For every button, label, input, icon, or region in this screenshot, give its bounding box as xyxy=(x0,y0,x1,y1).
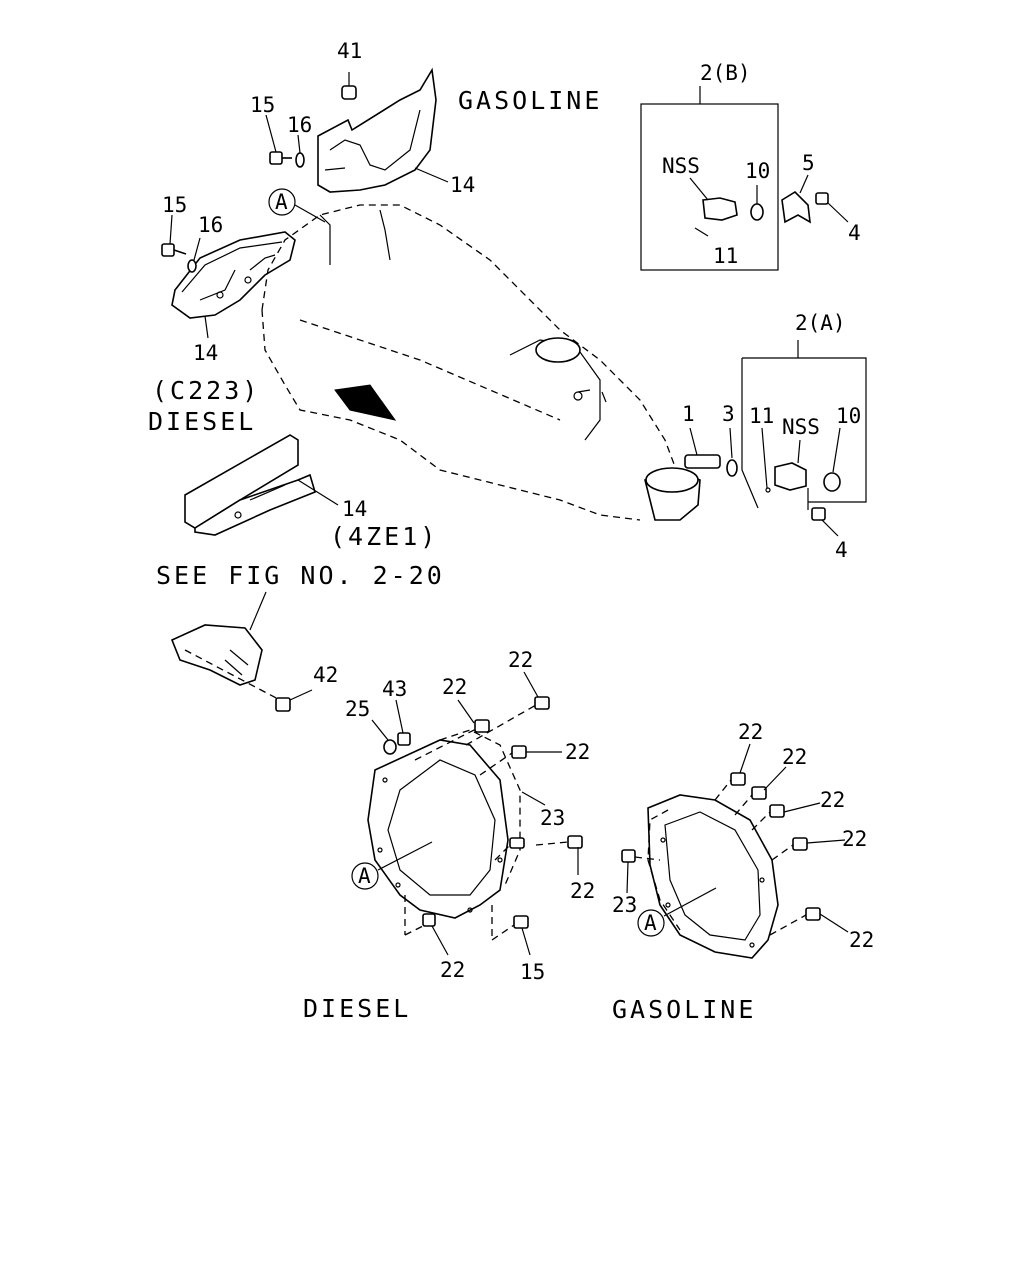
ref-circle-a-gasoline xyxy=(637,887,717,937)
ref-a-diesel-letter: A xyxy=(358,864,371,888)
callout-14-top: 14 xyxy=(450,173,475,197)
heading-c223: (C223) xyxy=(152,376,260,405)
ref-a-top-letter: A xyxy=(275,190,288,214)
bolt-15-left xyxy=(161,214,187,257)
callout-nss-b: NSS xyxy=(662,154,700,178)
callout-41: 41 xyxy=(337,39,362,63)
nut-41 xyxy=(341,72,357,100)
callout-4-a: 4 xyxy=(835,538,848,562)
callout-3: 3 xyxy=(722,402,735,426)
callout-22-g2: 22 xyxy=(782,745,807,769)
callout-nss-a: NSS xyxy=(782,415,820,439)
heading-4ze1: (4ZE1) xyxy=(330,522,438,551)
callout-5: 5 xyxy=(802,151,815,175)
clip-5 xyxy=(781,174,811,224)
callout-23-d: 23 xyxy=(540,806,565,830)
callout-10-b: 10 xyxy=(745,159,770,183)
callout-22-d5: 22 xyxy=(440,958,465,982)
ref-a-gasoline-letter: A xyxy=(644,911,657,935)
callout-22-g3: 22 xyxy=(820,788,845,812)
bracket-4ze1 xyxy=(184,434,339,536)
callout-42: 42 xyxy=(313,663,338,687)
gasoline-cover-plate xyxy=(317,67,437,193)
callout-16-top: 16 xyxy=(287,113,312,137)
transmission-case xyxy=(261,204,701,521)
washer-3 xyxy=(726,427,738,477)
callout-22-d1: 22 xyxy=(442,675,467,699)
callout-23-g: 23 xyxy=(612,893,637,917)
callout-22-d3: 22 xyxy=(565,740,590,764)
callout-22-d4: 22 xyxy=(570,879,595,903)
box-2b-title: 2(B) xyxy=(700,61,751,85)
diesel-fasteners xyxy=(371,671,583,956)
callout-11-a: 11 xyxy=(749,404,774,428)
ref-circle-a-diesel xyxy=(351,841,433,890)
callout-22-g4: 22 xyxy=(842,827,867,851)
box-2b xyxy=(640,86,779,271)
callout-15-d: 15 xyxy=(520,960,545,984)
callout-4-b: 4 xyxy=(848,221,861,245)
ref-circle-a-top xyxy=(268,188,326,223)
bolt-4-b xyxy=(815,192,849,223)
callout-1: 1 xyxy=(682,402,695,426)
callout-25: 25 xyxy=(345,697,370,721)
bolt-42 xyxy=(275,689,313,712)
callout-14-bracket: 14 xyxy=(342,497,367,521)
callout-11-b: 11 xyxy=(713,244,738,268)
callout-16-left: 16 xyxy=(198,213,223,237)
diesel-bell-housing xyxy=(367,729,521,919)
callout-10-a: 10 xyxy=(836,404,861,428)
callout-22-g5: 22 xyxy=(849,928,874,952)
callout-15-left: 15 xyxy=(162,193,187,217)
callout-22-g1: 22 xyxy=(738,720,763,744)
box-2a-title: 2(A) xyxy=(795,311,846,335)
diesel-cover-plate-c223 xyxy=(171,231,296,319)
washer-16-top xyxy=(295,134,305,168)
box-2a xyxy=(741,340,867,510)
sensor-1 xyxy=(684,427,721,469)
gasoline-fasteners xyxy=(621,743,849,936)
washer-16-left xyxy=(187,237,201,273)
callout-22-d2: 22 xyxy=(508,648,533,672)
heading-gasoline-top: GASOLINE xyxy=(458,86,602,115)
bolt-15-top xyxy=(265,114,292,165)
heading-diesel-top: DIESEL xyxy=(148,407,256,436)
gasoline-bell-housing xyxy=(647,794,779,959)
heading-diesel-bottom: DIESEL xyxy=(303,994,411,1023)
callout-43: 43 xyxy=(382,677,407,701)
callout-14-left: 14 xyxy=(193,341,218,365)
bolt-4-a xyxy=(811,507,839,537)
callout-15-top: 15 xyxy=(250,93,275,117)
heading-see-fig: SEE FIG NO. 2-20 xyxy=(156,561,445,590)
heading-gasoline-bottom: GASOLINE xyxy=(612,995,756,1024)
mount-bracket-see-fig xyxy=(170,591,281,701)
